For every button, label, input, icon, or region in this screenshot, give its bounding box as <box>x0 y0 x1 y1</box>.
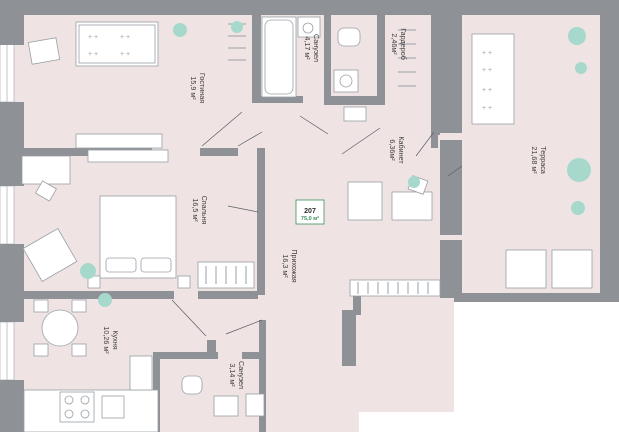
lounger <box>505 249 547 289</box>
lounger <box>551 249 593 289</box>
bath2-fixtures <box>181 375 265 417</box>
kitchen-furniture <box>23 299 159 432</box>
svg-text:+ +: + + <box>482 50 492 57</box>
room-area-hall: 16,3 м² <box>281 254 290 278</box>
outdoor-sofa <box>471 33 515 125</box>
svg-text:+ +: + + <box>88 51 98 58</box>
plant <box>575 62 587 74</box>
toilet <box>181 375 203 395</box>
left-windows <box>0 43 15 381</box>
room-name-bath1: Санузел <box>312 34 321 62</box>
room-area-bedroom: 16,5 м² <box>191 198 200 222</box>
hall-closet <box>349 279 441 297</box>
plant <box>173 23 187 37</box>
desk <box>87 149 169 163</box>
room-area-wardrobe: 2,46м² <box>390 33 399 55</box>
apartment-total-area: 75,0 м² <box>301 215 319 222</box>
room-area-terrace: 21,68 м² <box>530 146 539 174</box>
hall-furniture <box>349 279 441 297</box>
svg-text:+ +: + + <box>482 87 492 94</box>
living-furniture <box>27 21 169 163</box>
kitchen-sink <box>101 395 125 419</box>
hall-hangers <box>357 282 429 294</box>
plant <box>408 176 420 188</box>
room-area-living: 15,9 м² <box>189 76 198 100</box>
fridge <box>129 355 153 391</box>
room-name-bedroom: Спальня <box>200 196 209 225</box>
plant <box>98 293 112 307</box>
desk <box>21 155 71 185</box>
room-name-kitchen: Кухня <box>111 330 120 349</box>
door-swings <box>171 111 463 337</box>
terrace-cushions: + + + + + + + + <box>482 50 492 112</box>
sink <box>213 395 239 417</box>
chair <box>71 343 87 357</box>
chair <box>35 180 57 202</box>
dining-table <box>41 309 79 347</box>
svg-text:+ +: + + <box>482 105 492 112</box>
tv-stand <box>75 133 163 149</box>
room-name-terrace: Терраса <box>539 146 548 174</box>
plants <box>80 21 591 307</box>
room-name-hall: Прихожая <box>290 249 299 282</box>
chair <box>33 343 49 357</box>
wardrobe-hangers <box>228 23 416 87</box>
closet-hangers <box>205 266 247 284</box>
plant <box>231 21 243 33</box>
room-labels: Гостиная 15,9 м² Санузел 4,17 м² Гардеро… <box>102 28 548 389</box>
svg-text:+ +: + + <box>88 34 98 41</box>
room-name-study: Кабинет <box>397 136 406 164</box>
plant <box>571 201 585 215</box>
svg-text:+ +: + + <box>482 67 492 74</box>
study-furniture <box>347 175 433 221</box>
terrace-furniture <box>471 33 593 289</box>
desk <box>391 191 433 221</box>
apartment-badge: 207 75,0 м² <box>295 199 325 225</box>
room-area-kitchen: 10,26 м² <box>102 326 111 354</box>
chair <box>71 299 87 313</box>
svg-text:+ +: + + <box>120 34 130 41</box>
sofa-cushions: + + + + + + + + <box>88 34 130 58</box>
wardrobe-shelf <box>343 106 367 122</box>
armchair <box>347 181 383 221</box>
chair <box>33 299 49 313</box>
pillow <box>140 257 172 273</box>
nightstand <box>177 275 191 289</box>
plant <box>567 158 591 182</box>
pillow <box>105 257 137 273</box>
stove <box>59 391 95 423</box>
apartment-number: 207 <box>304 208 316 215</box>
armchair <box>22 227 78 283</box>
bedroom-furniture <box>21 155 255 289</box>
room-name-bath2: Санузел <box>237 361 246 389</box>
toilet <box>337 27 361 47</box>
bath1-fixtures <box>261 16 367 122</box>
armchair <box>27 37 61 65</box>
svg-text:+ +: + + <box>120 51 130 58</box>
room-area-bath1: 4,17 м² <box>303 36 312 60</box>
room-area-study: 6,36м² <box>388 139 397 161</box>
room-name-living: Гостиная <box>198 73 207 103</box>
room-name-wardrobe: Гардероб <box>399 28 408 60</box>
plant <box>80 263 96 279</box>
plant <box>568 27 586 45</box>
washing-machine <box>245 393 265 417</box>
room-area-bath2: 3,14 м² <box>228 363 237 387</box>
